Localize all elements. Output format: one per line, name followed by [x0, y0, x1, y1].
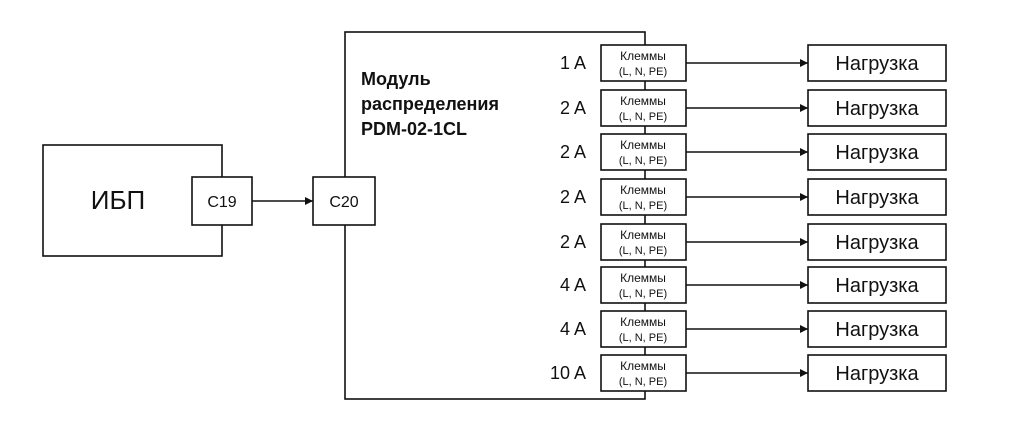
- output-row: 2 A Клеммы (L, N, PE) Нагрузка: [560, 133, 947, 171]
- terminal-sublabel: (L, N, PE): [619, 332, 667, 344]
- load-label: Нагрузка: [835, 275, 919, 297]
- load-box: [807, 89, 947, 127]
- terminal-block: [600, 44, 687, 82]
- output-row: 2 A Клеммы (L, N, PE) Нагрузка: [560, 223, 947, 261]
- module-title-line-3: PDM-02-1CL: [361, 119, 467, 139]
- terminal-block: [600, 223, 687, 261]
- terminal-sublabel: (L, N, PE): [619, 200, 667, 212]
- load-box: [807, 354, 947, 392]
- load-label: Нагрузка: [835, 232, 919, 254]
- terminal-label: Клеммы: [620, 228, 666, 242]
- terminal-block: [600, 310, 687, 348]
- terminal-label: Клеммы: [620, 359, 666, 373]
- terminal-label: Клеммы: [620, 271, 666, 285]
- output-row: 2 A Клеммы (L, N, PE) Нагрузка: [560, 89, 947, 127]
- load-label: Нагрузка: [835, 363, 919, 385]
- terminal-label: Клеммы: [620, 94, 666, 108]
- load-label: Нагрузка: [835, 53, 919, 75]
- output-row: 10 A Клеммы (L, N, PE) Нагрузка: [550, 354, 947, 392]
- output-current-label: 2 A: [560, 98, 586, 118]
- output-current-label: 4 A: [560, 319, 586, 339]
- terminal-sublabel: (L, N, PE): [619, 66, 667, 78]
- terminal-label: Клеммы: [620, 49, 666, 63]
- output-row: 1 A Клеммы (L, N, PE) Нагрузка: [560, 44, 947, 82]
- output-current-label: 2 A: [560, 187, 586, 207]
- terminal-sublabel: (L, N, PE): [619, 155, 667, 167]
- output-current-label: 2 A: [560, 142, 586, 162]
- output-row: 2 A Клеммы (L, N, PE) Нагрузка: [560, 178, 947, 216]
- load-label: Нагрузка: [835, 142, 919, 164]
- load-label: Нагрузка: [835, 319, 919, 341]
- terminal-sublabel: (L, N, PE): [619, 111, 667, 123]
- terminal-block: [600, 89, 687, 127]
- output-current-label: 1 A: [560, 53, 586, 73]
- terminal-sublabel: (L, N, PE): [619, 288, 667, 300]
- output-current-label: 2 A: [560, 232, 586, 252]
- output-current-label: 10 A: [550, 363, 586, 383]
- output-row: 4 A Клеммы (L, N, PE) Нагрузка: [560, 310, 947, 348]
- ups-connector-label: C19: [207, 194, 236, 211]
- terminal-label: Клеммы: [620, 315, 666, 329]
- output-channels: 1 A Клеммы (L, N, PE) Нагрузка 2 A Клеммы (L, …: [550, 44, 947, 392]
- terminal-label: Клеммы: [620, 138, 666, 152]
- module-title-line-2: распределения: [361, 94, 499, 114]
- load-box: [807, 310, 947, 348]
- load-box: [807, 223, 947, 261]
- output-current-label: 4 A: [560, 275, 586, 295]
- terminal-block: [600, 133, 687, 171]
- output-row: 4 A Клеммы (L, N, PE) Нагрузка: [560, 266, 947, 304]
- load-label: Нагрузка: [835, 187, 919, 209]
- load-label: Нагрузка: [835, 98, 919, 120]
- ups-connector-c19: [191, 176, 253, 226]
- load-box: [807, 133, 947, 171]
- terminal-label: Клеммы: [620, 183, 666, 197]
- module-connector-c20: [312, 176, 376, 226]
- terminal-sublabel: (L, N, PE): [619, 245, 667, 257]
- module-title-line-1: Модуль: [361, 69, 431, 89]
- module-connector-label: C20: [329, 194, 358, 211]
- ups-label: ИБП: [91, 185, 145, 215]
- load-box: [807, 178, 947, 216]
- load-box: [807, 44, 947, 82]
- load-box: [807, 266, 947, 304]
- terminal-sublabel: (L, N, PE): [619, 376, 667, 388]
